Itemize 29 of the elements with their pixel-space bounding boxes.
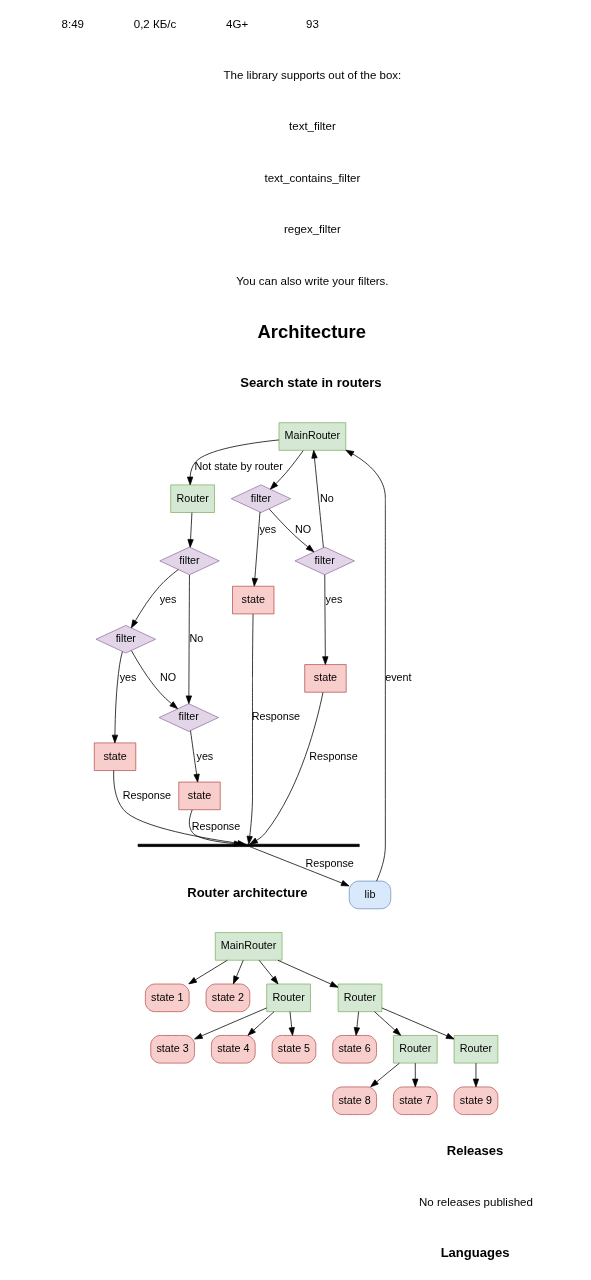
label: text_filter [289, 120, 336, 133]
label: regex_filter [283, 223, 341, 236]
edge-label: NO [295, 522, 312, 535]
edge-label: yes [196, 749, 214, 762]
label: 8:49 [61, 17, 84, 30]
label: 4G+ [226, 17, 249, 30]
edge-label: NO [159, 671, 177, 684]
label: text_contains_filter [264, 171, 361, 184]
edge-label: Not state by router [194, 460, 283, 473]
label: The library supports out of the box: [223, 69, 402, 82]
edge-label: Response [309, 749, 358, 762]
edge-label: No [320, 491, 334, 504]
edge-label: yes [119, 671, 137, 684]
label: Releases [446, 1142, 504, 1158]
label: Router architecture [187, 885, 308, 901]
edge-label: yes [325, 592, 343, 605]
edge-label: Response [191, 819, 241, 832]
edge-label: Response [305, 856, 354, 869]
label: 93 [306, 17, 319, 30]
edge-label: No [189, 632, 204, 645]
edge-label: yes [159, 592, 177, 605]
edge-label: yes [259, 522, 277, 535]
edge-label: Response [122, 788, 172, 801]
label: Languages [440, 1245, 510, 1261]
label: Search state in routers [240, 375, 382, 391]
label: No releases published [419, 1196, 533, 1209]
label: 0,2 КБ/с [133, 17, 177, 30]
label: You can also write your filters. [236, 274, 389, 287]
label: Architecture [257, 320, 366, 342]
